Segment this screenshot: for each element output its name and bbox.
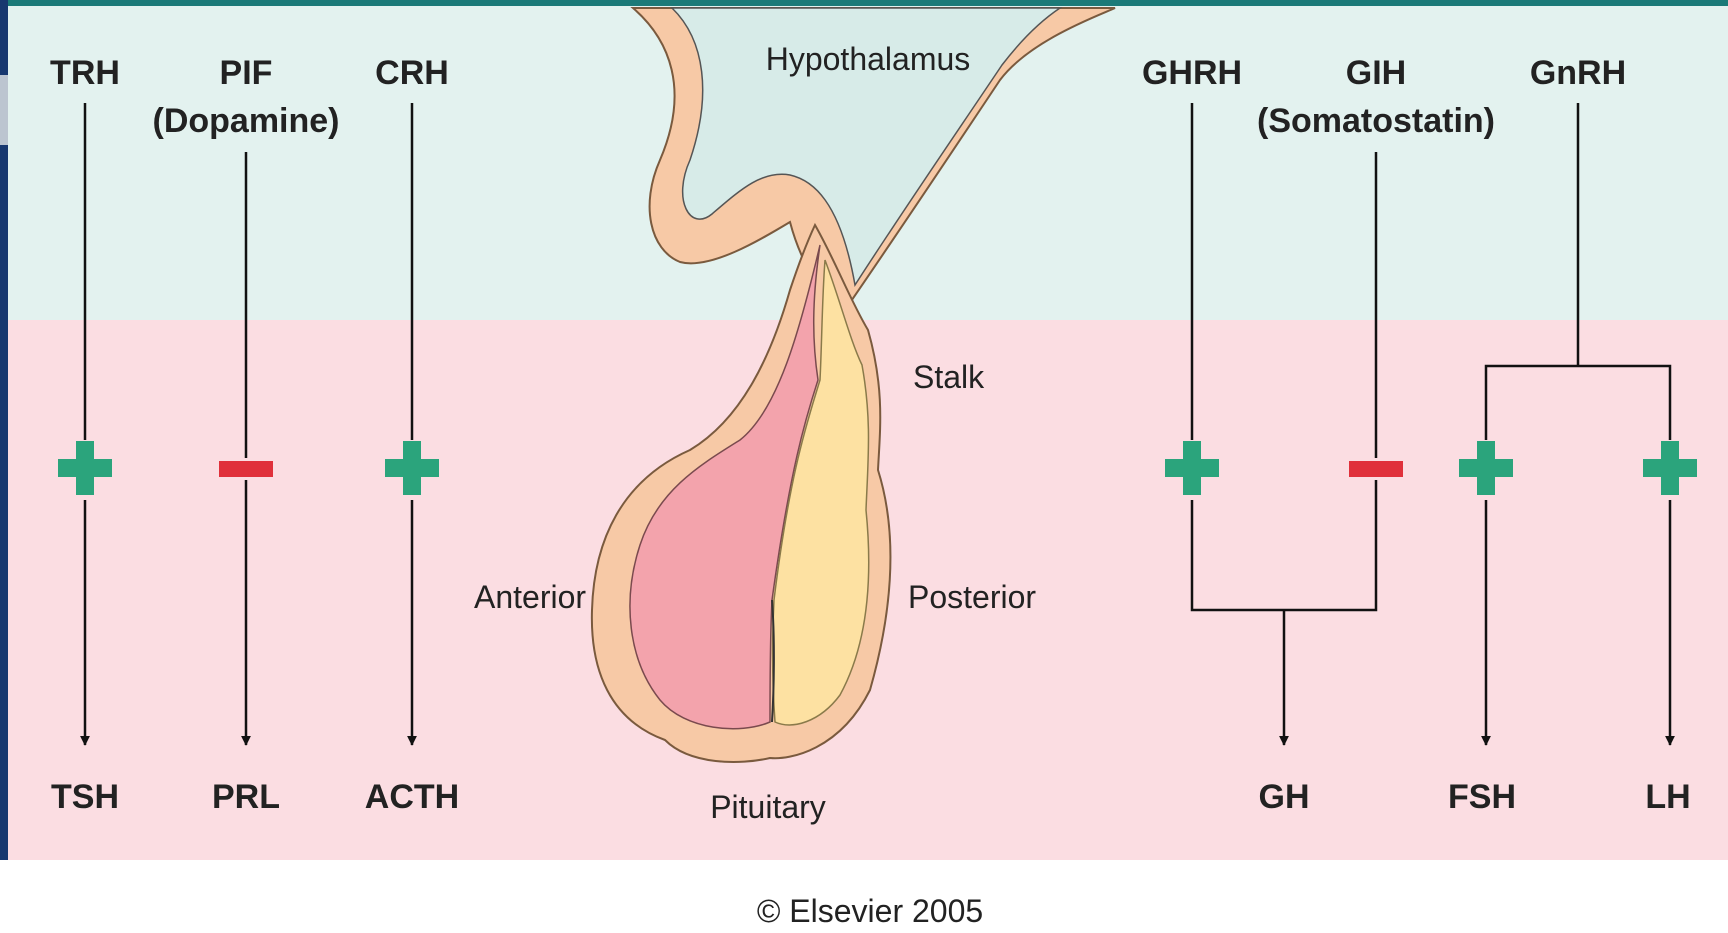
hypothalamus-label: Hypothalamus [766, 41, 971, 77]
top-border [0, 0, 1728, 6]
ghrh-label: GHRH [1142, 54, 1242, 92]
anterior-label: Anterior [474, 579, 586, 615]
gih-note: (Somatostatin) [1257, 102, 1495, 140]
pif-label: PIF [220, 54, 273, 92]
trh-label: TRH [50, 54, 120, 92]
inhibit-icon [219, 461, 273, 477]
tsh-label: TSH [51, 778, 119, 816]
inhibit-icon [1349, 461, 1403, 477]
pituitary-label: Pituitary [710, 789, 826, 825]
posterior-label: Posterior [908, 579, 1036, 615]
pif-note: (Dopamine) [153, 102, 340, 140]
crh-label: CRH [375, 54, 449, 92]
stalk-label: Stalk [913, 359, 985, 395]
fsh-label: FSH [1448, 778, 1516, 816]
gh-label: GH [1259, 778, 1310, 816]
copyright-text: © Elsevier 2005 [757, 893, 983, 928]
lh-label: LH [1645, 778, 1690, 816]
gnrh-label: GnRH [1530, 54, 1626, 92]
left-border-notch [0, 75, 8, 145]
prl-label: PRL [212, 778, 280, 816]
acth-label: ACTH [365, 778, 459, 816]
gih-label: GIH [1346, 54, 1406, 92]
